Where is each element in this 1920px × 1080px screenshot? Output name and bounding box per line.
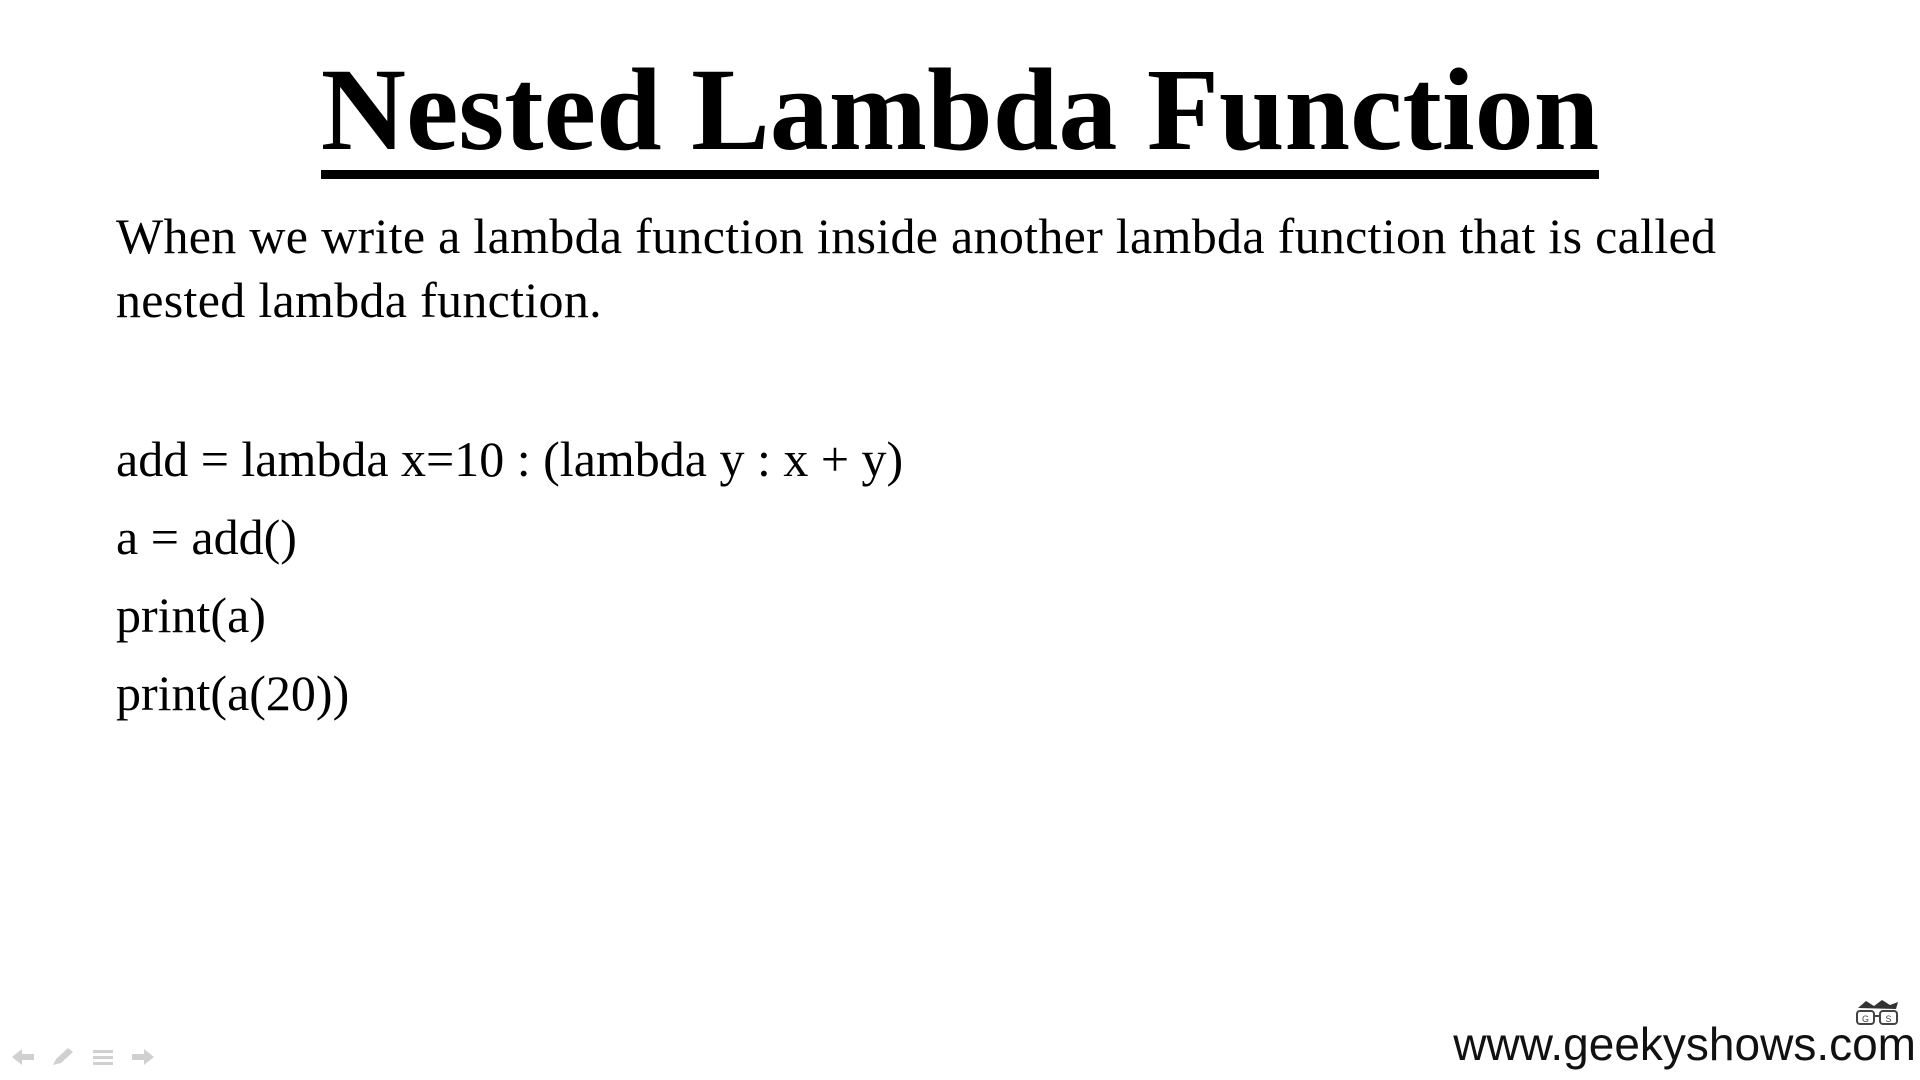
menu-icon[interactable] [90, 1046, 116, 1068]
slide-title: Nested Lambda Function [0, 42, 1920, 179]
code-line: print(a(20)) [116, 665, 350, 721]
code-line: add = lambda x=10 : (lambda y : x + y) [116, 431, 904, 487]
code-line: a = add() [116, 509, 297, 565]
intro-paragraph: When we write a lambda function inside a… [116, 208, 1717, 328]
svg-text:S: S [1885, 1014, 1891, 1024]
slide-title-text: Nested Lambda Function [320, 51, 1600, 179]
code-line: print(a) [116, 587, 266, 643]
svg-text:G: G [1862, 1014, 1869, 1024]
forward-arrow-icon[interactable] [130, 1046, 156, 1068]
pen-icon[interactable] [50, 1046, 76, 1068]
glasses-logo-icon: G S [1856, 1000, 1898, 1025]
back-arrow-icon[interactable] [10, 1046, 36, 1068]
footer-url: www.geekyshows.com [1453, 1018, 1916, 1070]
slide-controls [10, 1046, 156, 1068]
code-block: add = lambda x=10 : (lambda y : x + y) a… [116, 420, 903, 732]
